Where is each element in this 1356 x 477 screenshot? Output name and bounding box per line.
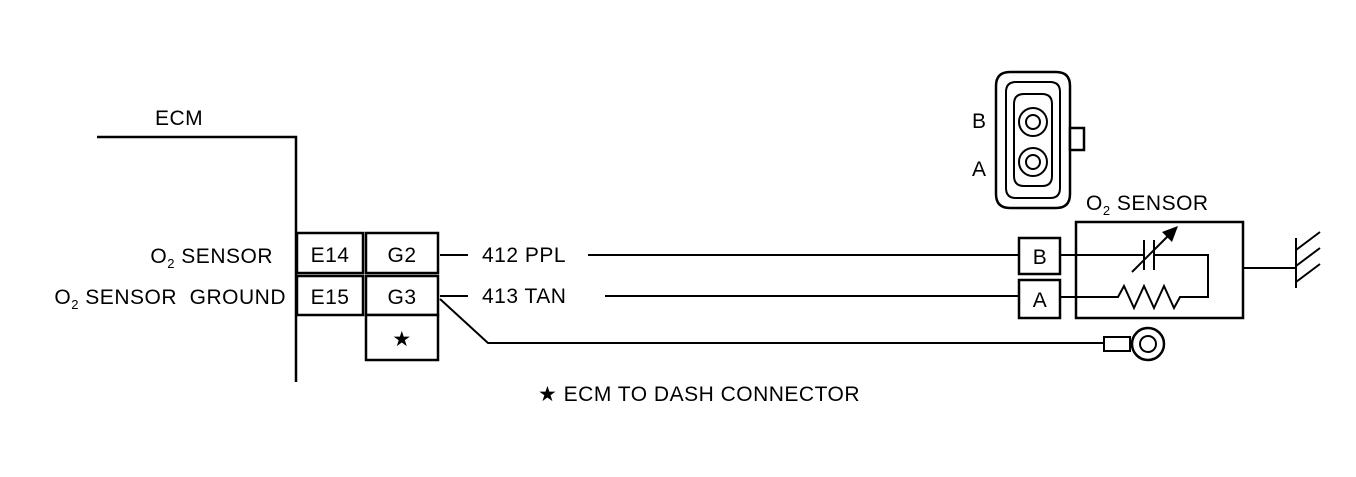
cavity-b-outer bbox=[1018, 107, 1048, 137]
legend-ecm-to-dash: ★ ECM TO DASH CONNECTOR bbox=[538, 383, 860, 406]
terminal-e14: E14 bbox=[311, 244, 350, 267]
connector-shell bbox=[994, 70, 1072, 210]
ring-terminal-hole-icon bbox=[1139, 335, 1157, 353]
variable-arrow-shaft bbox=[1131, 231, 1173, 273]
connector-inner-shell bbox=[1005, 81, 1061, 199]
dash-connector-star: ★ bbox=[392, 328, 411, 351]
ground-wire bbox=[439, 298, 1104, 344]
cavity-a-inner bbox=[1025, 154, 1041, 170]
o2-sensor-signal-label: O2 SENSOR bbox=[150, 245, 273, 271]
sensor-pin-a: A bbox=[1033, 289, 1048, 312]
o2-sensor-ground-label: O2 SENSOR GROUND bbox=[54, 286, 286, 312]
variable-resistor-icon bbox=[1078, 254, 1209, 298]
connector-latch-icon bbox=[1068, 126, 1086, 152]
terminal-g2-box bbox=[364, 231, 440, 275]
terminal-g3: G3 bbox=[387, 286, 416, 309]
terminal-e15: E15 bbox=[311, 286, 350, 309]
connector-face-view: B A bbox=[972, 70, 1086, 210]
sensor-pin-a-box bbox=[1017, 278, 1062, 320]
ecm-label: ECM bbox=[155, 107, 203, 130]
o2-sensor-title: O2 SENSOR bbox=[1086, 192, 1209, 218]
wire-413-label: 413 TAN bbox=[482, 285, 566, 308]
terminal-e14-box bbox=[295, 231, 365, 275]
connector-view-label-b: B bbox=[972, 110, 987, 133]
ring-terminal-eye-icon bbox=[1130, 326, 1166, 362]
connector-cavity bbox=[1013, 93, 1053, 187]
cavity-a-outer bbox=[1018, 147, 1048, 177]
connector-view-label-a: A bbox=[972, 158, 987, 181]
sensor-pin-b: B bbox=[1033, 246, 1048, 269]
ring-terminal-icon bbox=[1103, 336, 1131, 352]
cavity-b-inner bbox=[1025, 114, 1041, 130]
chassis-ground-icon bbox=[1295, 231, 1321, 288]
wire-412-label: 412 PPL bbox=[482, 244, 566, 267]
terminal-g2: G2 bbox=[387, 244, 416, 267]
resistor-zigzag-icon bbox=[1078, 283, 1187, 311]
terminal-e15-box bbox=[295, 274, 365, 317]
variable-arrow-head-icon bbox=[1162, 226, 1178, 242]
o2-sensor-body bbox=[1074, 220, 1245, 320]
dash-connector-box bbox=[364, 313, 440, 362]
